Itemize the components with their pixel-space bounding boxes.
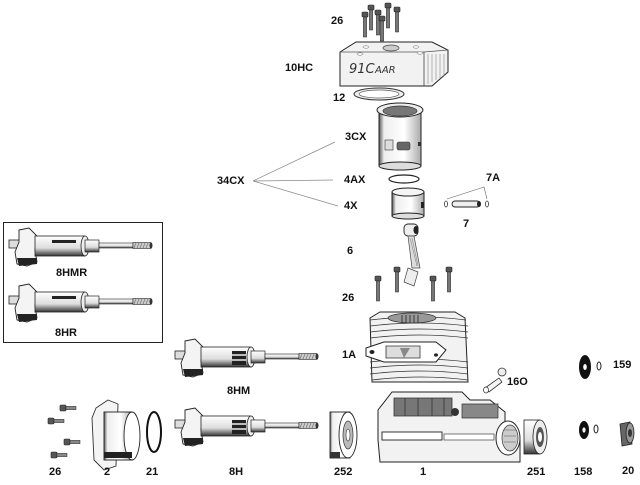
crankcase (377, 391, 521, 463)
label-8h: 8H (229, 466, 244, 478)
head-engraving-suffix: AAR (375, 65, 396, 76)
head-screws-top (361, 2, 401, 42)
label-12: 12 (333, 92, 346, 104)
rear-bearing (329, 411, 358, 459)
label-158: 158 (574, 466, 593, 478)
label-21: 21 (146, 466, 159, 478)
label-20: 20 (622, 465, 635, 477)
piston (391, 187, 425, 220)
label-10hc: 10HC (285, 62, 314, 74)
alternate-crankshafts-box (3, 222, 163, 343)
label-1: 1 (420, 466, 427, 478)
label-159: 159 (613, 359, 632, 371)
label-251: 251 (527, 466, 546, 478)
pin-clip-left (444, 200, 448, 208)
label-34cx: 34CX (217, 175, 245, 187)
prop-nut (619, 421, 635, 447)
label-8hmr: 8HMR (56, 267, 88, 279)
label-4ax: 4AX (344, 174, 366, 186)
label-3cx: 3CX (345, 131, 367, 143)
head-engraving-model: 91C (349, 62, 375, 77)
label-7a: 7A (486, 172, 501, 184)
backplate (91, 399, 141, 471)
label-1a: 1A (342, 349, 357, 361)
piston-pin (451, 200, 481, 208)
label-6: 6 (347, 245, 354, 257)
front-bearing (523, 419, 548, 455)
o-ring (146, 411, 162, 453)
label-2: 2 (104, 466, 111, 478)
label-252: 252 (334, 466, 353, 478)
label-16o: 16O (507, 376, 528, 388)
cylinder (365, 311, 469, 383)
backplate-screws (47, 404, 81, 459)
label-4x: 4X (344, 200, 358, 212)
crankshaft-hm (174, 338, 319, 378)
label-8hm: 8HM (227, 385, 251, 397)
crankshaft-h (174, 407, 319, 447)
pin-clip-right (485, 200, 489, 208)
label-26-mid: 26 (342, 292, 355, 304)
washer-158 (579, 421, 599, 439)
piston-ring (388, 174, 420, 184)
washer-159 (579, 355, 602, 379)
glow-plug-fitting (483, 367, 507, 394)
label-8hr: 8HR (55, 327, 78, 339)
cylinder-liner (376, 102, 424, 171)
label-26-bottom: 26 (49, 466, 62, 478)
connecting-rod (403, 223, 421, 269)
label-7: 7 (463, 218, 470, 230)
label-26-top: 26 (331, 15, 344, 27)
leader-lines-34cx (252, 141, 339, 207)
cylinder-head (339, 41, 449, 87)
